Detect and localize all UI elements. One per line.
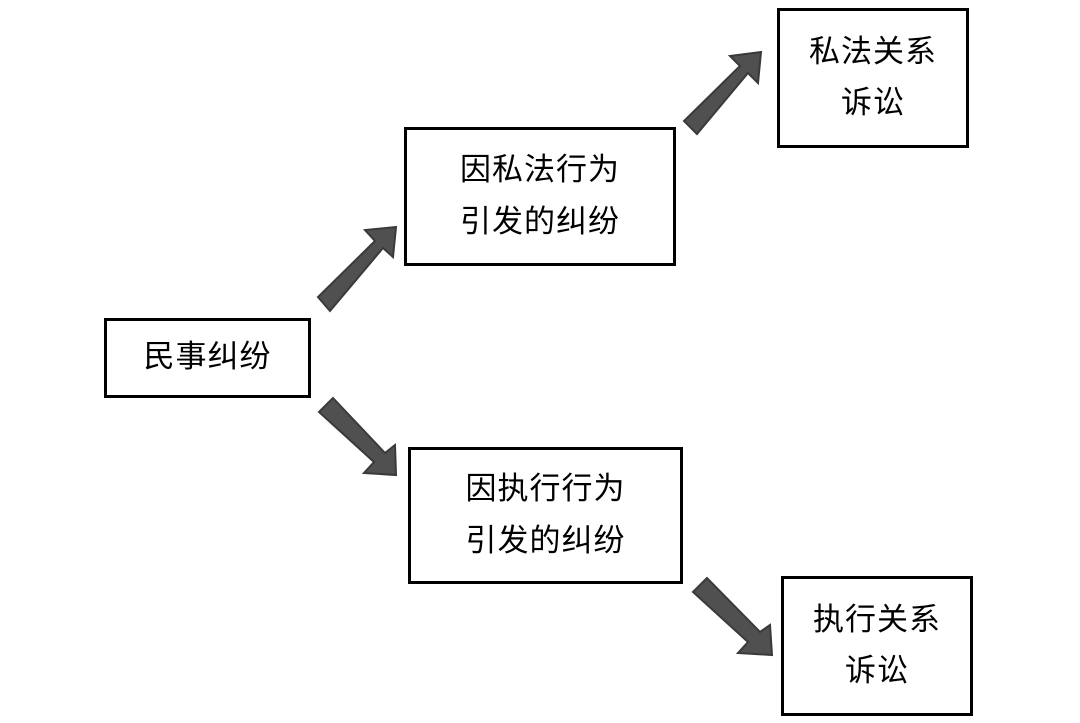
- node-private-act-dispute: 因私法行为 引发的纠纷: [404, 127, 676, 266]
- node-civil-dispute: 民事纠纷: [104, 318, 311, 398]
- node-execution-act-dispute-line-2: 引发的纠纷: [465, 522, 626, 559]
- arrow-to-private-dispute: [316, 225, 398, 313]
- node-execution-relation-litigation: 执行关系 诉讼: [781, 576, 973, 716]
- node-private-relation-litigation-line-1: 私法关系: [809, 33, 937, 70]
- node-private-act-dispute-line-2: 引发的纠纷: [460, 203, 620, 240]
- node-execution-act-dispute: 因执行行为 引发的纠纷: [408, 447, 683, 584]
- arrow-to-exec-dispute: [317, 396, 398, 477]
- node-execution-act-dispute-line-1: 因执行行为: [465, 471, 626, 508]
- node-private-act-dispute-line-1: 因私法行为: [460, 152, 620, 189]
- node-civil-dispute-line-1: 民事纠纷: [143, 339, 272, 376]
- node-execution-relation-litigation-line-2: 诉讼: [845, 653, 909, 689]
- arrow-to-exec-suit: [691, 576, 774, 657]
- node-private-relation-litigation: 私法关系 诉讼: [777, 8, 969, 148]
- arrow-to-private-suit: [682, 50, 763, 136]
- node-private-relation-litigation-line-2: 诉讼: [841, 85, 905, 121]
- node-execution-relation-litigation-line-1: 执行关系: [813, 601, 941, 638]
